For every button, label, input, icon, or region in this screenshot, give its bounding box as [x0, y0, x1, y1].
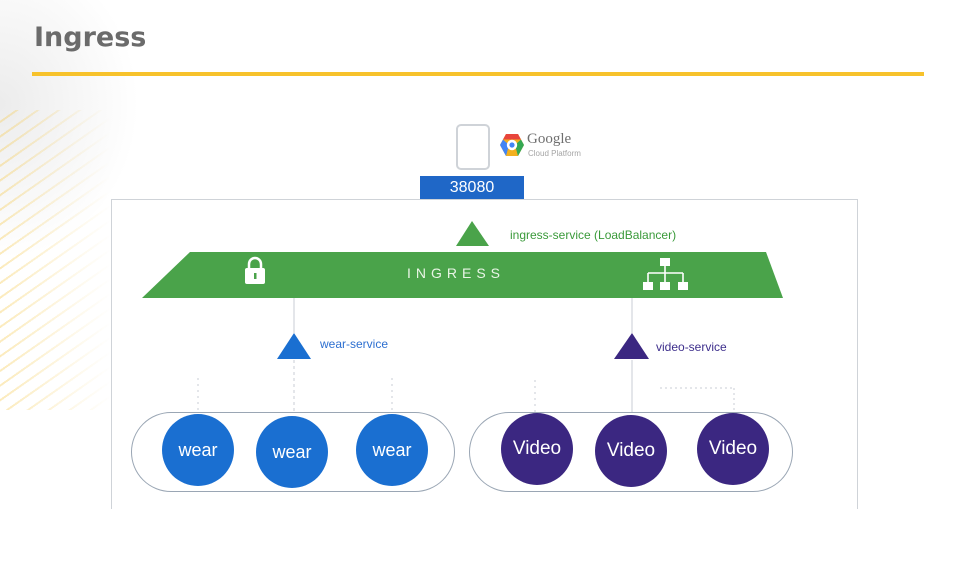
video-service-triangle [614, 333, 649, 359]
gcp-name: Google [527, 131, 572, 147]
ingress-controller-shape [142, 252, 783, 298]
wear-pod: wear [356, 414, 428, 486]
port-box: 38080 [420, 176, 524, 199]
cluster-boundary [111, 199, 858, 509]
wear-service-triangle [277, 333, 311, 359]
lock-icon [245, 256, 265, 284]
wear-service-label: wear-service [320, 337, 389, 351]
video-pod: Video [501, 413, 573, 485]
wear-pod: wear [256, 416, 328, 488]
video-service-label: video-service [656, 340, 727, 354]
gcp-subtitle: Cloud Platform [528, 149, 581, 158]
ingress-service-label: ingress-service (LoadBalancer) [510, 228, 677, 242]
sitemap-icon [643, 258, 688, 290]
ingress-service-triangle [456, 221, 489, 246]
ingress-label: INGRESS [407, 265, 506, 281]
google-cloud-logo [500, 134, 524, 156]
phone-icon [456, 124, 490, 170]
decorative-shadow [0, 0, 140, 260]
video-pod: Video [595, 415, 667, 487]
wear-pod: wear [162, 414, 234, 486]
video-pod: Video [697, 413, 769, 485]
title-underline [32, 72, 924, 76]
decorative-stripes [0, 110, 110, 410]
page-title: Ingress [34, 22, 147, 53]
